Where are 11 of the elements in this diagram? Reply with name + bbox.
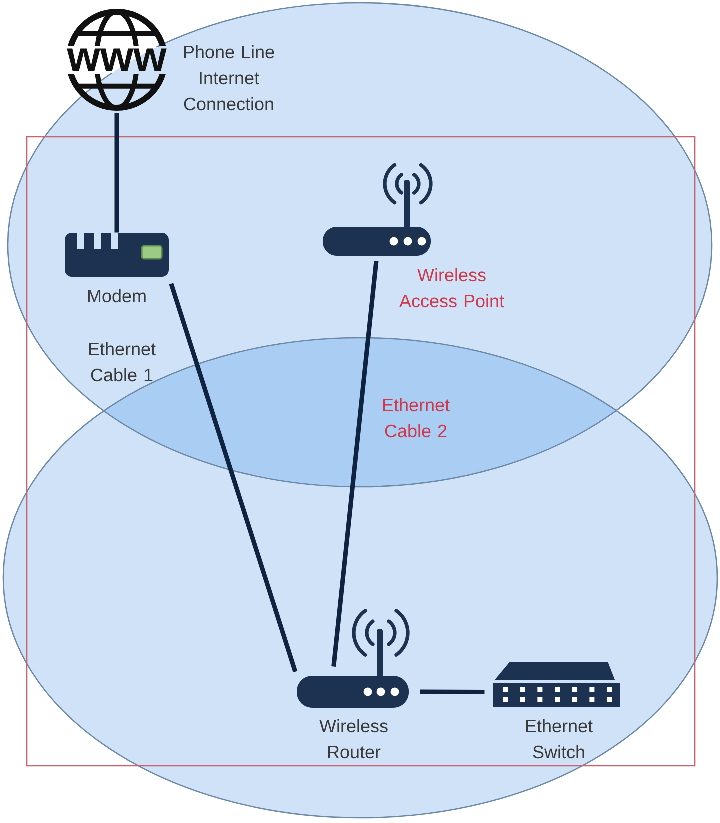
edge-label: Ethernet Cable 2 (383, 398, 450, 438)
cable-line (420, 690, 485, 695)
cable-line (332, 261, 379, 668)
node-label: Modem (88, 289, 146, 303)
edge-label: Ethernet Cable 1 (89, 342, 156, 382)
node-label: Ethernet Switch (526, 719, 593, 759)
cable-line (114, 113, 120, 233)
node-label: Wireless Access Point (400, 268, 504, 308)
node-label: Phone Line Internet Connection (184, 45, 274, 111)
cable-line (169, 283, 298, 673)
node-label: Wireless Router (320, 719, 388, 759)
